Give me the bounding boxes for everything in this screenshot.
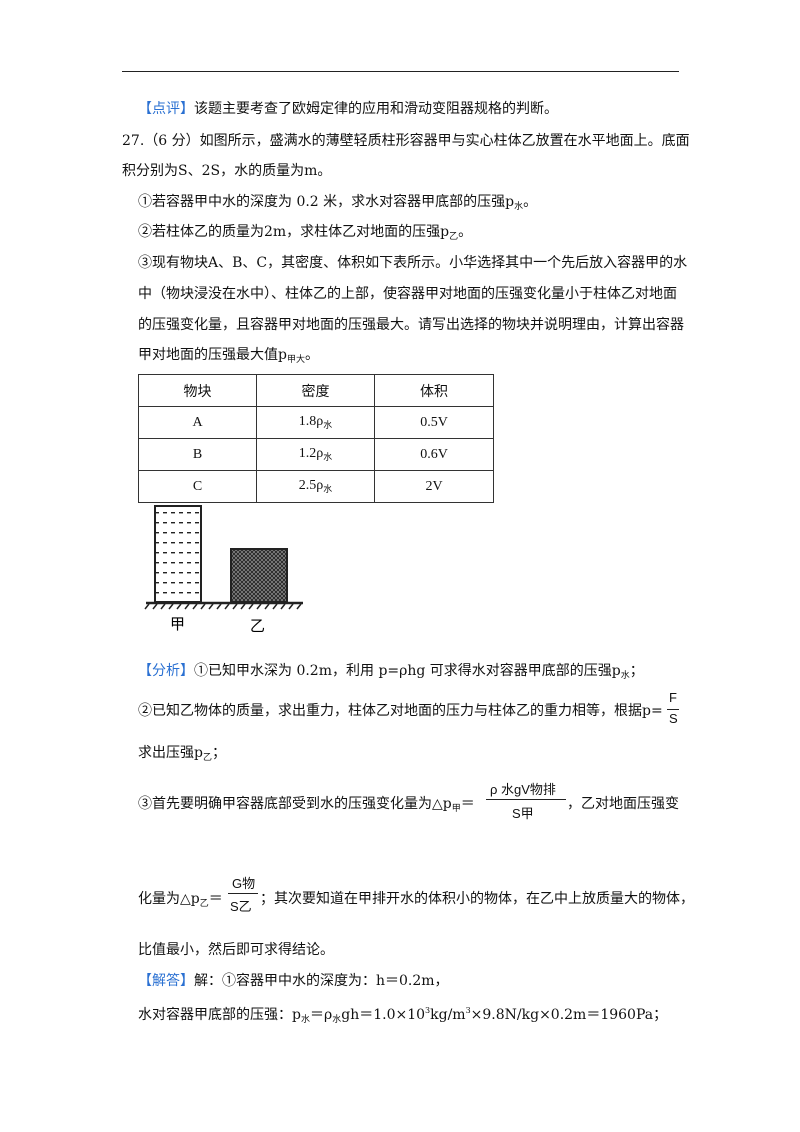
table-header-row: 物块 密度 体积 <box>138 374 494 407</box>
question-part-1: ①若容器甲中水的深度为 0.2 米，求水对容器甲底部的压强p水。 <box>138 194 538 212</box>
table-row: A 1.8ρ水 0.5V <box>138 406 494 439</box>
table-row: C 2.5ρ水 2V <box>138 470 494 503</box>
fenxi-line-3: 求出压强p乙； <box>138 745 226 763</box>
fraction-s-denominator: S <box>669 711 678 726</box>
fraction-delta-p-jia-numerator: ρ 水gV物排 <box>490 782 556 797</box>
fraction-delta-p-jia-denominator: S甲 <box>512 806 534 821</box>
fenxi-line-4: ③首先要明确甲容器底部受到水的压强变化量为△p甲＝ <box>138 796 475 814</box>
fraction-bar <box>228 893 258 894</box>
table-cell-volume: 0.5V <box>374 406 494 439</box>
fenxi-line-5-end: ；其次要知道在甲排开水的体积小的物体，在乙中上放质量大的物体， <box>260 891 694 907</box>
question-line-1: 27.（6 分）如图所示，盛满水的薄壁轻质柱形容器甲与实心柱体乙放置在水平地面上… <box>122 133 690 149</box>
table-cell-volume: 2V <box>374 470 494 503</box>
fenxi-line-5: 化量为△p乙＝ <box>138 891 223 909</box>
question-part-2: ②若柱体乙的质量为2m，求柱体乙对地面的压强p乙。 <box>138 224 473 242</box>
fenxi-line-2: ②已知乙物体的质量，求出重力，柱体乙对地面的压力与柱体乙的重力相等，根据p= <box>138 703 663 719</box>
jieda-tag: 【解答】 <box>138 973 194 989</box>
column-yi <box>230 548 288 603</box>
table-cell-volume: 0.6V <box>374 438 494 471</box>
fraction-delta-p-yi-denominator: S乙 <box>230 899 252 914</box>
table-cell-block: B <box>138 438 257 471</box>
fraction-delta-p-yi-numerator: G物 <box>232 876 256 891</box>
table-header: 体积 <box>374 374 494 407</box>
table-row: B 1.2ρ水 0.6V <box>138 438 494 471</box>
label-jia: 甲 <box>170 615 185 633</box>
dianping-line: 【点评】该题主要考查了欧姆定律的应用和滑动变阻器规格的判断。 <box>138 100 558 118</box>
header-rule <box>122 71 679 72</box>
question-part-3-line-4: 甲对地面的压强最大值p甲大。 <box>138 347 319 365</box>
question-part-3-line-1: ③现有物块A、B、C，其密度、体积如下表所示。小华选择其中一个先后放入容器甲的水 <box>138 255 688 271</box>
table-cell-density: 1.2ρ水 <box>256 438 375 471</box>
fenxi-line-4-end: ，乙对地面压强变 <box>567 796 679 812</box>
block-table: 物块 密度 体积 A 1.8ρ水 0.5V B 1.2ρ水 0.6V C 2.5… <box>138 374 494 503</box>
table-cell-block: A <box>138 406 257 439</box>
fenxi-tag: 【分析】 <box>138 663 194 679</box>
container-figure: 甲 乙 <box>144 505 303 635</box>
dianping-tag: 【点评】 <box>138 101 194 117</box>
fraction-bar <box>667 709 679 710</box>
label-yi: 乙 <box>250 617 265 635</box>
table-cell-block: C <box>138 470 257 503</box>
question-line-2: 积分别为S、2S，水的质量为m。 <box>122 163 332 179</box>
table-header: 密度 <box>256 374 375 407</box>
table-header: 物块 <box>138 374 257 407</box>
question-part-3-line-3: 的压强变化量，且容器甲对地面的压强最大。请写出选择的物块并说明理由，计算出容器 <box>138 317 684 333</box>
container-jia <box>154 505 202 603</box>
jieda-line-2: 水对容器甲底部的压强：p水＝ρ水gh＝1.0×103kg/m3×9.8N/kg×… <box>138 1006 668 1025</box>
question-part-3-line-2: 中（物块浸没在水中）、柱体乙的上部，使容器甲对地面的压强变化量小于柱体乙对地面 <box>138 286 677 302</box>
fenxi-line-6: 比值最小，然后即可求得结论。 <box>138 942 334 958</box>
fraction-bar <box>486 799 566 800</box>
fenxi-line-1: 【分析】①已知甲水深为 0.2m，利用 p=ρhg 可求得水对容器甲底部的压强p… <box>138 663 644 681</box>
jieda-line-1: 【解答】解：①容器甲中水的深度为：h＝0.2m， <box>138 973 449 989</box>
fraction-f-numerator: F <box>669 690 677 705</box>
dianping-text: 该题主要考查了欧姆定律的应用和滑动变阻器规格的判断。 <box>194 101 558 117</box>
table-cell-density: 1.8ρ水 <box>256 406 375 439</box>
ground-hatch <box>144 603 302 610</box>
